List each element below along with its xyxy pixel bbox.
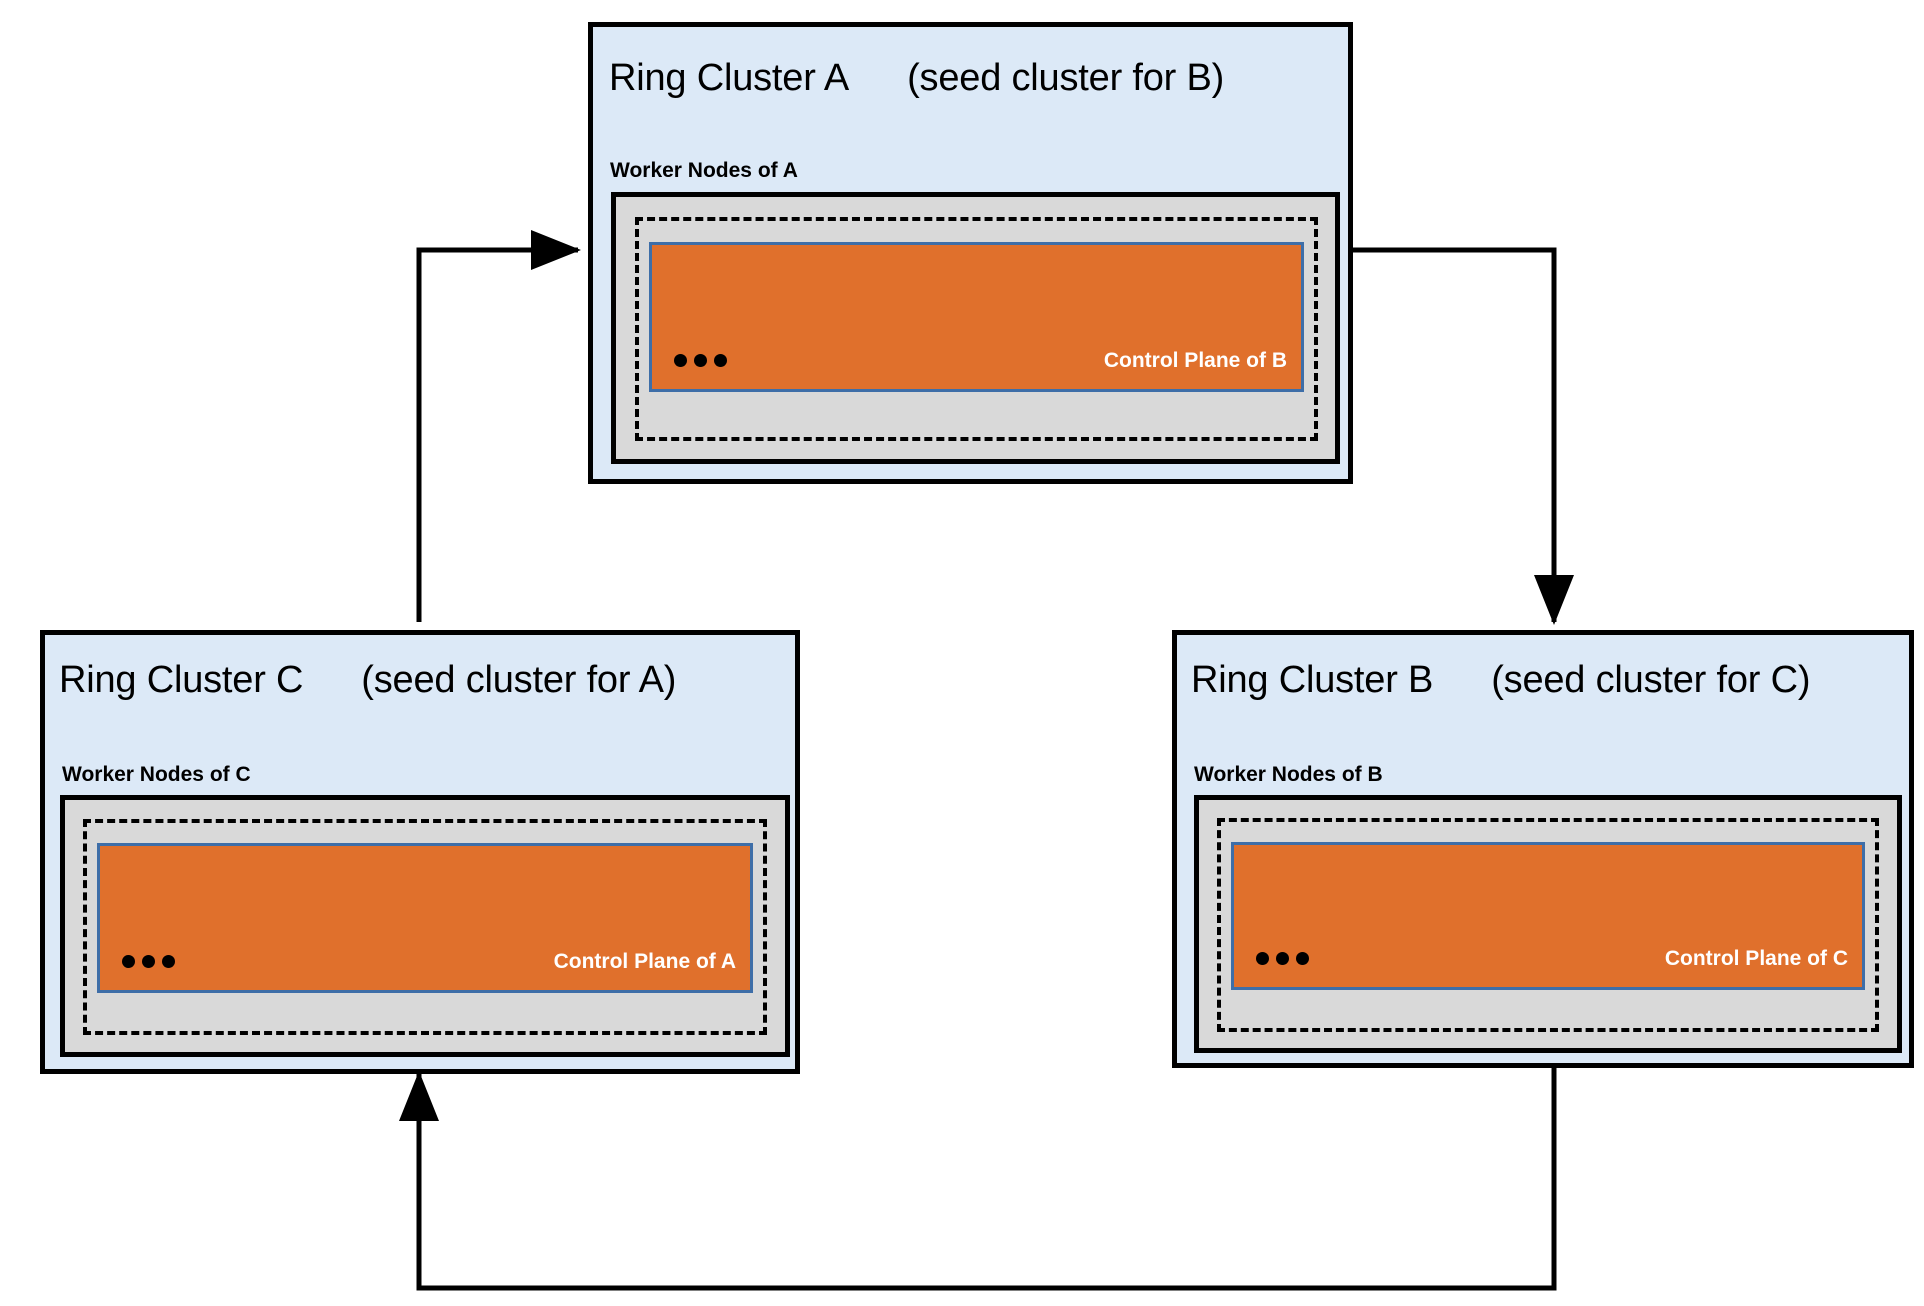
- cluster-title-b: Ring Cluster B (seed cluster for C): [1191, 659, 1810, 702]
- worker-node-boundary-a: [635, 217, 1318, 441]
- cluster-title-sub-c: (seed cluster for A): [361, 659, 677, 701]
- worker-node-boundary-c: [83, 819, 767, 1035]
- dot-1: [1256, 952, 1269, 965]
- dot-2: [1276, 952, 1289, 965]
- worker-nodes-label-c: Worker Nodes of C: [62, 763, 251, 786]
- cluster-box-b[interactable]: Ring Cluster B (seed cluster for C) Worke…: [1172, 630, 1914, 1068]
- cluster-title-a: Ring Cluster A (seed cluster for B): [609, 57, 1224, 100]
- ellipsis-dots-icon: [674, 354, 727, 367]
- cluster-title-sub-b: (seed cluster for C): [1491, 659, 1811, 701]
- control-plane-label-a: Control Plane of A: [553, 950, 736, 973]
- dot-3: [714, 354, 727, 367]
- cluster-title-c: Ring Cluster C (seed cluster for A): [59, 659, 676, 702]
- arrow-a-to-b: [1353, 247, 1574, 626]
- ellipsis-dots-icon: [1256, 952, 1309, 965]
- cluster-box-c[interactable]: Ring Cluster C (seed cluster for A) Worke…: [40, 630, 800, 1074]
- ellipsis-dots-icon: [122, 955, 175, 968]
- worker-node-boundary-b: [1217, 818, 1879, 1032]
- worker-nodes-box-a[interactable]: Control Plane of B: [611, 192, 1340, 464]
- control-plane-box-a[interactable]: Control Plane of A: [97, 843, 753, 993]
- dot-2: [142, 955, 155, 968]
- worker-nodes-box-b[interactable]: Control Plane of C: [1194, 795, 1902, 1053]
- dot-1: [122, 955, 135, 968]
- cluster-title-sub-a: (seed cluster for B): [907, 57, 1225, 99]
- dot-3: [162, 955, 175, 968]
- arrow-b-to-c: [399, 1068, 1557, 1291]
- worker-nodes-label-b: Worker Nodes of B: [1194, 763, 1383, 786]
- cluster-title-main-c: Ring Cluster C: [59, 659, 304, 701]
- cluster-box-a[interactable]: Ring Cluster A (seed cluster for B) Worke…: [588, 22, 1353, 484]
- worker-nodes-label-a: Worker Nodes of A: [610, 159, 798, 182]
- dot-2: [694, 354, 707, 367]
- arrow-c-to-a: [416, 230, 582, 622]
- cluster-title-main-a: Ring Cluster A: [609, 57, 850, 99]
- control-plane-label-b: Control Plane of B: [1103, 349, 1287, 372]
- dot-1: [674, 354, 687, 367]
- control-plane-box-b[interactable]: Control Plane of B: [649, 242, 1304, 392]
- worker-nodes-box-c[interactable]: Control Plane of A: [60, 795, 790, 1057]
- control-plane-box-c[interactable]: Control Plane of C: [1231, 842, 1865, 990]
- control-plane-label-c: Control Plane of C: [1664, 947, 1848, 970]
- cluster-title-main-b: Ring Cluster B: [1191, 659, 1434, 701]
- dot-3: [1296, 952, 1309, 965]
